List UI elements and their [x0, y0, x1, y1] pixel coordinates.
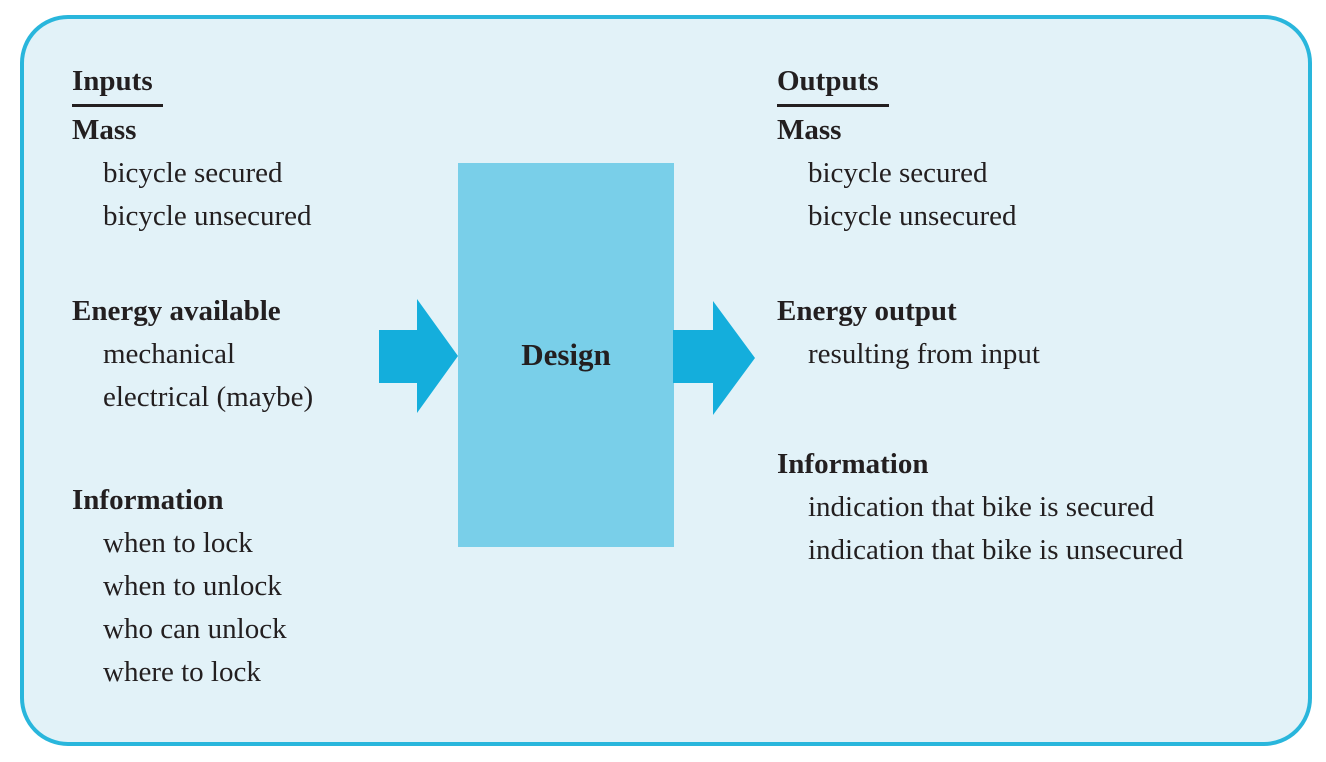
- input-arrow-right-icon: [379, 299, 458, 413]
- outputs-information-group: Information indication that bike is secu…: [777, 443, 1183, 572]
- output-item: bicycle secured: [808, 157, 988, 189]
- outputs-column: Outputs Mass bicycle secured bicycle uns…: [777, 0, 1297, 762]
- output-item: indication that bike is secured: [808, 491, 1155, 523]
- input-item: mechanical: [103, 338, 236, 370]
- input-item: when to lock: [103, 527, 253, 559]
- design-process-box: Design: [458, 163, 674, 547]
- output-item: indication that bike is unsecured: [808, 534, 1184, 566]
- input-item: who can unlock: [103, 613, 287, 645]
- input-item: bicycle secured: [103, 157, 283, 189]
- input-item: electrical (maybe): [103, 381, 314, 413]
- input-item: where to lock: [103, 656, 261, 688]
- input-item: when to unlock: [103, 570, 282, 602]
- input-item: bicycle unsecured: [103, 200, 312, 232]
- output-heading-information: Information: [777, 448, 929, 480]
- inputs-mass-group: Inputs Mass bicycle secured bicycle unse…: [72, 60, 312, 238]
- output-item: resulting from input: [808, 338, 1040, 370]
- input-heading-energy: Energy available: [72, 295, 281, 327]
- outputs-mass-group: Outputs Mass bicycle secured bicycle uns…: [777, 60, 1017, 238]
- output-item: bicycle unsecured: [808, 200, 1017, 232]
- inputs-energy-group: Energy available mechanical electrical (…: [72, 290, 313, 419]
- inputs-column: Inputs Mass bicycle secured bicycle unse…: [72, 0, 412, 762]
- output-heading-energy: Energy output: [777, 295, 957, 327]
- output-heading-mass: Mass: [777, 114, 842, 146]
- output-arrow-right-icon: [673, 301, 755, 415]
- outputs-title: Outputs: [777, 60, 889, 107]
- inputs-title: Inputs: [72, 60, 163, 107]
- input-heading-mass: Mass: [72, 114, 137, 146]
- inputs-information-group: Information when to lock when to unlock …: [72, 479, 287, 694]
- outputs-energy-group: Energy output resulting from input: [777, 290, 1040, 376]
- input-heading-information: Information: [72, 484, 224, 516]
- design-process-label: Design: [521, 337, 611, 372]
